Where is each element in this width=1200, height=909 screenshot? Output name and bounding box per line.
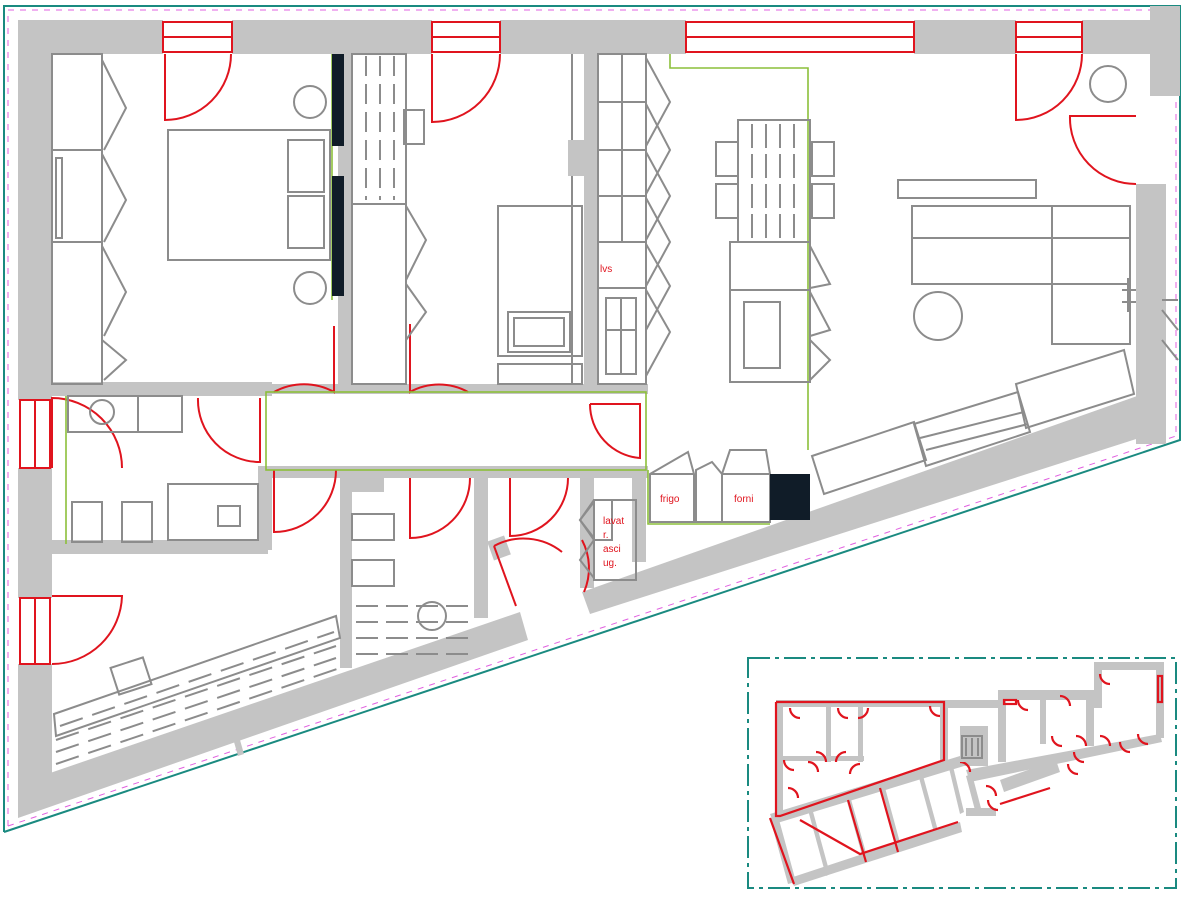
dining-area: [715, 119, 835, 383]
frigo-label: frigo: [660, 494, 680, 505]
lvs-label: lvs: [600, 264, 612, 275]
compass-frame-icon: [747, 657, 1177, 889]
bedroom: [51, 53, 344, 385]
laundry: lavat r. asci ug.: [578, 499, 637, 581]
appliances: frigo forni: [649, 449, 810, 523]
bathroom-2: [351, 513, 470, 655]
dining-table: [737, 119, 811, 243]
double-bed: [167, 129, 331, 261]
living-room: [810, 65, 1179, 496]
laundry-label: lavat r. asci ug.: [603, 516, 627, 569]
windows: [19, 21, 1083, 665]
bathroom-1: [67, 395, 259, 543]
forni-label: forni: [734, 494, 753, 505]
exterior-walls: [18, 6, 1180, 818]
tv-unit: [897, 179, 1037, 199]
bed: [497, 205, 583, 357]
interior-walls: [52, 54, 648, 668]
sofa: [911, 205, 1131, 285]
kitchen: lvs: [597, 53, 672, 385]
coffee-table: [913, 291, 963, 341]
key-plan: [747, 657, 1177, 889]
wardrobe: [51, 53, 103, 385]
second-room: [351, 53, 583, 385]
bottom-left-room: [52, 614, 342, 765]
